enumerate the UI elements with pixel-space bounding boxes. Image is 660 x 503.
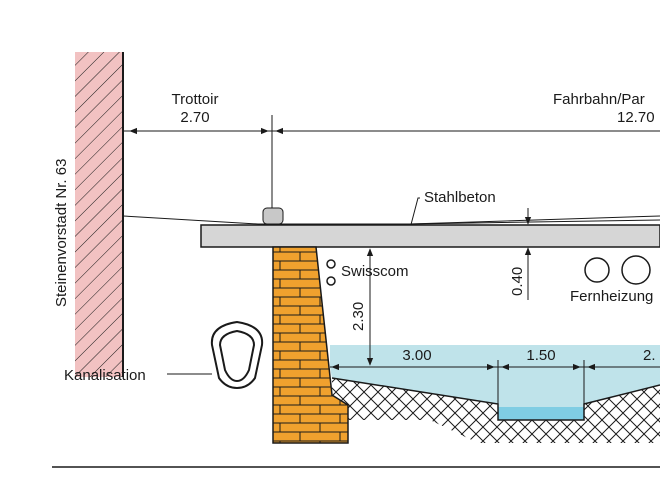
riverbed <box>332 378 660 443</box>
swisscom-label: Swisscom <box>341 263 409 280</box>
curb-stone <box>262 207 284 225</box>
riverbed-edge <box>331 377 660 421</box>
wall-height: 2.30 <box>350 302 367 331</box>
top-dimension <box>123 115 660 210</box>
slab-leader <box>407 197 420 237</box>
slab-label: Stahlbeton <box>424 189 496 206</box>
water-body <box>330 367 660 420</box>
water-area <box>330 345 660 367</box>
trottoir-label: Trottoir <box>172 91 219 108</box>
slab-thickness: 0.40 <box>509 267 526 296</box>
concrete-slab <box>200 224 660 248</box>
building-facade <box>75 52 124 377</box>
heating-label: Fernheizung <box>570 288 653 305</box>
water-channel <box>498 407 584 420</box>
heating-pipe-icon <box>621 255 651 285</box>
slope-line <box>122 215 259 225</box>
trottoir-width: 2.70 <box>180 109 209 126</box>
brick-wall <box>272 246 349 444</box>
fahrbahn-label: Fahrbahn/Par <box>553 91 645 108</box>
channel-left-width: 3.00 <box>402 347 431 364</box>
road-surface-upper <box>409 215 660 225</box>
channel-center-width: 1.50 <box>526 347 555 364</box>
building-label: Steinenvorstadt Nr. 63 <box>53 159 70 307</box>
heating-pipe-icon <box>584 257 610 283</box>
cable-icon <box>326 276 336 286</box>
channel-right-width: 2. <box>643 347 656 364</box>
channel-dimension <box>330 360 660 404</box>
sewer-label: Kanalisation <box>64 367 146 384</box>
sewer-profile <box>210 320 264 390</box>
fahrbahn-width: 12.70 <box>617 109 655 126</box>
cable-icon <box>326 259 336 269</box>
